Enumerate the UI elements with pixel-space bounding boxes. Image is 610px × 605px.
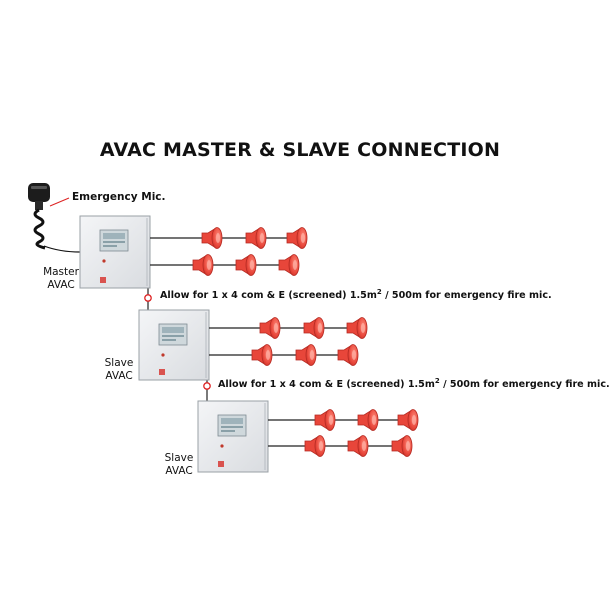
cable-note-2-superscript: 2 <box>434 377 440 385</box>
loudspeaker-horn-icon <box>235 254 257 276</box>
loudspeaker-horn-icon <box>346 317 368 339</box>
loudspeaker-horn-icon <box>347 435 369 457</box>
loudspeaker-horn-icon <box>314 409 336 431</box>
cable-note-2-text: Allow for 1 x 4 com & E (screened) 1.5m <box>218 379 435 391</box>
diagram: AVAC MASTER & SLAVE CONNECTION Emergency… <box>28 139 610 478</box>
diagram-title: AVAC MASTER & SLAVE CONNECTION <box>99 139 501 161</box>
loudspeaker-horn-icon <box>295 344 317 366</box>
master-avac-label-line2: AVAC <box>47 279 75 291</box>
slave-avac-1-label-line2: AVAC <box>105 370 133 382</box>
cable-note-1-superscript: 2 <box>376 288 382 296</box>
avac-panel-slave1 <box>138 309 210 381</box>
loudspeaker-horn-icon <box>286 227 308 249</box>
slave-avac-2-label-line2: AVAC <box>165 465 193 477</box>
avac-panel-slave2 <box>197 400 269 473</box>
master-avac-label-line1: Master <box>43 266 79 278</box>
avac-panel-master <box>79 215 151 289</box>
connection-diagram <box>28 183 419 473</box>
loudspeaker-horn-icon <box>251 344 273 366</box>
loudspeaker-horn-icon <box>201 227 223 249</box>
slave-avac-1-label-line1: Slave <box>104 357 134 369</box>
loudspeaker-horn-icon <box>304 435 326 457</box>
loudspeaker-horn-icon <box>278 254 300 276</box>
loudspeaker-horn-icon <box>192 254 214 276</box>
loudspeaker-horn-icon <box>245 227 267 249</box>
cable-note-1-suffix: / 500m for emergency fire mic. <box>381 290 552 302</box>
slave-avac-2-label: Slave AVAC <box>154 452 204 478</box>
loudspeaker-horn-icon <box>303 317 325 339</box>
emergency-mic-label: Emergency Mic. <box>72 191 166 203</box>
loudspeaker-horn-icon <box>391 435 413 457</box>
cable-note-1: Allow for 1 x 4 com & E (screened) 1.5m2… <box>160 288 552 301</box>
loudspeaker-horn-icon <box>337 344 359 366</box>
cable-connector-2 <box>203 382 211 390</box>
master-avac-label: Master AVAC <box>36 266 86 292</box>
handheld-microphone-icon <box>28 183 81 253</box>
loudspeaker-horn-icon <box>397 409 419 431</box>
loudspeaker-horn-icon <box>357 409 379 431</box>
slave-avac-2-label-line1: Slave <box>164 452 194 464</box>
loudspeaker-horn-icon <box>259 317 281 339</box>
cable-note-2-suffix: / 500m for emergency fire mic. <box>439 379 610 391</box>
cable-note-2: Allow for 1 x 4 com & E (screened) 1.5m2… <box>218 377 610 390</box>
cable-connector-1 <box>144 294 152 302</box>
mic-label-pointer <box>49 197 70 207</box>
slave-avac-1-label: Slave AVAC <box>94 357 144 383</box>
cable-note-1-text: Allow for 1 x 4 com & E (screened) 1.5m <box>160 290 377 302</box>
